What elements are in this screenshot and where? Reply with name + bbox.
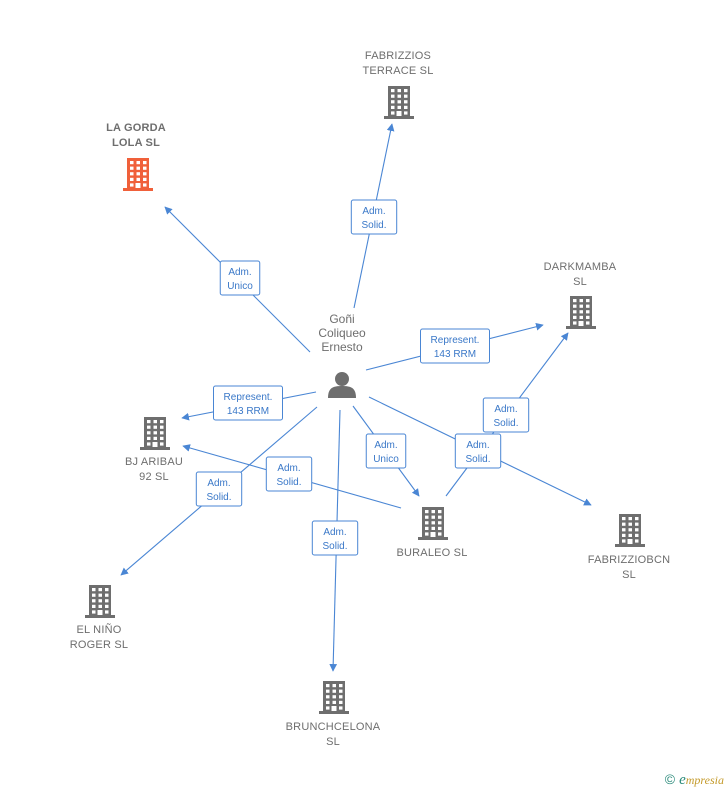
- company-name-line: 92 SL: [139, 471, 169, 483]
- relation-label-text: Solid.: [206, 492, 231, 503]
- company-name-line: LOLA SL: [112, 137, 160, 149]
- relation-label-box: [420, 328, 490, 364]
- relation-label-text: Adm.: [374, 440, 397, 451]
- company-name-line: SL: [326, 736, 340, 748]
- relation-label-box: [219, 260, 261, 296]
- relation-label-text: Adm.: [323, 527, 346, 538]
- copyright-symbol: ©: [664, 771, 676, 787]
- relation-label-box: [265, 456, 313, 492]
- relation-label-box: [454, 433, 502, 469]
- relation-label-box: [311, 520, 359, 556]
- building-icon[interactable]: [566, 296, 596, 329]
- relation-label-person-fabrizziobcn[interactable]: Adm. Solid.: [454, 433, 502, 469]
- relation-label-person-brunchcelona[interactable]: Adm. Solid.: [311, 520, 359, 556]
- relation-label-person-lagorda[interactable]: Adm. Unico: [219, 260, 261, 296]
- relation-label-text: Adm.: [494, 404, 517, 415]
- company-name-line: ROGER SL: [70, 639, 128, 651]
- company-name-line: FABRIZZIOBCN: [588, 554, 670, 566]
- relation-label-box: [213, 385, 283, 421]
- company-node-darkmamba[interactable]: DARKMAMBA SL: [544, 261, 617, 329]
- relation-label-text: Adm.: [362, 206, 385, 217]
- relation-label-text: Represent.: [431, 335, 480, 346]
- relation-label-buraleo-darkmamba[interactable]: Adm. Solid.: [482, 397, 530, 433]
- footer-brand[interactable]: ©empresia: [665, 771, 724, 789]
- company-name-line: SL: [573, 276, 587, 288]
- company-node-bjaribau[interactable]: BJ ARIBAU 92 SL: [125, 417, 183, 483]
- relation-label-box: [350, 199, 398, 235]
- relation-label-box: [365, 433, 407, 469]
- relation-label-box: [482, 397, 530, 433]
- building-icon[interactable]: [418, 507, 448, 540]
- brand-initial: e: [679, 772, 686, 788]
- relation-label-text: Represent.: [224, 392, 273, 403]
- company-name-line: SL: [622, 569, 636, 581]
- company-node-buraleo[interactable]: BURALEO SL: [396, 507, 467, 559]
- company-name-line: DARKMAMBA: [544, 261, 617, 273]
- relation-label-person-bjaribau[interactable]: Represent. 143 RRM: [213, 385, 283, 421]
- relation-label-text: 143 RRM: [227, 406, 269, 417]
- building-icon[interactable]: [123, 158, 153, 191]
- relation-label-text: Adm.: [277, 463, 300, 474]
- relation-label-text: 143 RRM: [434, 349, 476, 360]
- company-node-fabrizzios[interactable]: FABRIZZIOS TERRACE SL: [362, 50, 433, 119]
- relation-label-text: Solid.: [465, 454, 490, 465]
- relation-label-text: Unico: [227, 281, 253, 292]
- company-name-line: FABRIZZIOS: [365, 50, 431, 62]
- relation-label-text: Adm.: [228, 267, 251, 278]
- company-name-line: EL NIÑO: [76, 623, 121, 636]
- company-name-line: BJ ARIBAU: [125, 456, 183, 468]
- relation-label-text: Solid.: [493, 418, 518, 429]
- relation-label-text: Adm.: [207, 478, 230, 489]
- relation-label-person-darkmamba[interactable]: Represent. 143 RRM: [420, 328, 490, 364]
- company-name-line: BURALEO SL: [396, 547, 467, 559]
- building-icon[interactable]: [384, 86, 414, 119]
- company-node-lagorda[interactable]: LA GORDA LOLA SL: [106, 122, 166, 191]
- company-node-elnino[interactable]: EL NIÑO ROGER SL: [70, 585, 128, 651]
- relation-label-text: Solid.: [276, 477, 301, 488]
- relation-label-person-fabrizzios[interactable]: Adm. Solid.: [350, 199, 398, 235]
- relation-label-text: Solid.: [322, 541, 347, 552]
- person-name-line: Ernesto: [321, 340, 363, 354]
- relation-label-text: Unico: [373, 454, 399, 465]
- relation-label-text: Solid.: [361, 220, 386, 231]
- building-icon[interactable]: [615, 514, 645, 547]
- relation-label-person-elnino[interactable]: Adm. Solid.: [195, 471, 243, 507]
- company-name-line: BRUNCHCELONA: [286, 721, 381, 733]
- brand-name: mpresia: [685, 773, 724, 787]
- relation-label-person-buraleo[interactable]: Adm. Unico: [365, 433, 407, 469]
- company-node-fabrizziobcn[interactable]: FABRIZZIOBCN SL: [588, 514, 670, 581]
- relation-label-buraleo-bjaribau[interactable]: Adm. Solid.: [265, 456, 313, 492]
- person-icon[interactable]: [328, 372, 356, 398]
- building-icon[interactable]: [319, 681, 349, 714]
- company-name-line: TERRACE SL: [362, 65, 433, 77]
- person-name-line: Goñi: [329, 312, 354, 326]
- building-icon[interactable]: [85, 585, 115, 618]
- building-icon[interactable]: [140, 417, 170, 450]
- person-name-line: Coliqueo: [318, 326, 366, 340]
- relation-label-text: Adm.: [466, 440, 489, 451]
- company-node-brunchcelona[interactable]: BRUNCHCELONA SL: [286, 681, 381, 748]
- relation-label-box: [195, 471, 243, 507]
- company-name-line: LA GORDA: [106, 122, 166, 134]
